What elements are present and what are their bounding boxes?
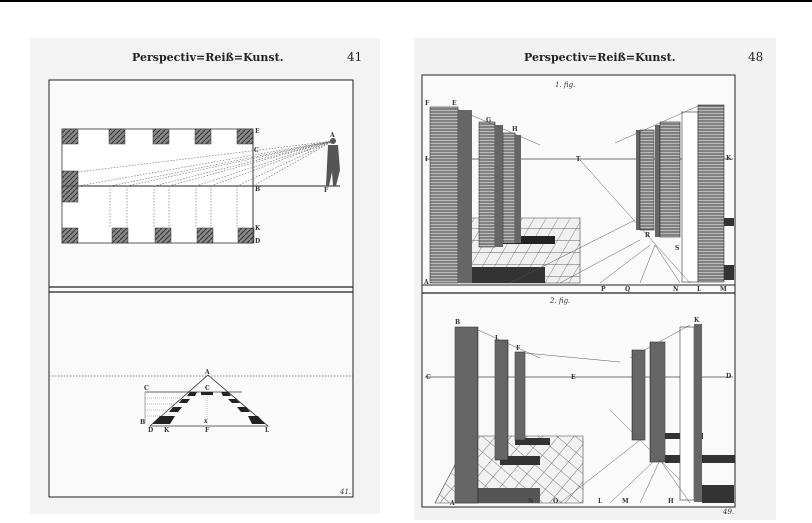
label: C — [426, 374, 431, 381]
figure-1-caption: 1. fig. — [555, 81, 575, 89]
label: A — [423, 279, 429, 286]
label: K — [726, 155, 732, 162]
label: D — [148, 427, 153, 434]
label: L — [598, 498, 603, 505]
label: T — [576, 156, 581, 163]
label: C — [205, 385, 210, 392]
label: F — [516, 345, 521, 352]
figure-2-caption: 2. fig. — [549, 297, 570, 305]
top-border-line — [0, 0, 812, 2]
label: C — [144, 385, 149, 392]
figure-2-colonnade: 2. fig. B I F K — [425, 297, 735, 507]
label: D — [255, 238, 260, 245]
label: I — [495, 335, 498, 342]
label: M — [720, 286, 727, 293]
right-page-footer-mark: 49. — [722, 508, 734, 516]
label: O — [553, 498, 558, 505]
figure-perspective-triangle: A C C B D K F L x — [49, 369, 353, 434]
label: A — [449, 500, 455, 507]
label: F — [425, 100, 430, 107]
left-page: Perspectiv=Reiß=Kunst. 41 — [30, 38, 380, 514]
label: B — [140, 419, 145, 426]
figure-1-colonnade: 1. fig. F — [423, 81, 734, 293]
label: K — [694, 317, 700, 324]
label: B — [455, 319, 460, 326]
label: F — [324, 187, 329, 194]
label: E — [452, 100, 457, 107]
label: H — [512, 126, 518, 133]
left-page-number: 41 — [347, 50, 362, 64]
label: Q — [625, 286, 630, 293]
label: F — [205, 427, 210, 434]
label: C — [254, 147, 259, 154]
label: I — [425, 156, 428, 163]
label: D — [726, 373, 731, 380]
label: A — [329, 132, 335, 139]
label: R — [645, 232, 651, 239]
label: M — [622, 498, 629, 505]
label: G — [486, 117, 491, 124]
label: B — [255, 186, 260, 193]
label: K — [164, 427, 170, 434]
label: H — [668, 498, 674, 505]
label: E — [255, 128, 260, 135]
left-page-footer-mark: 41. — [339, 488, 351, 496]
label: P — [601, 286, 606, 293]
label: N — [673, 286, 679, 293]
label: A — [204, 369, 210, 376]
label: E — [571, 374, 576, 381]
right-page-header: Perspectiv=Reiß=Kunst. — [524, 51, 676, 64]
label: S — [675, 245, 679, 252]
label: K — [255, 225, 261, 232]
label: L — [265, 427, 270, 434]
label: G — [722, 498, 727, 505]
left-page-header: Perspectiv=Reiß=Kunst. — [132, 51, 284, 64]
label: L — [697, 286, 702, 293]
right-page: Perspectiv=Reiß=Kunst. 48 1. fig. — [414, 38, 776, 520]
figure-ground-plan: E C B K D A F — [61, 128, 340, 245]
label: x — [204, 418, 208, 425]
label: N — [528, 498, 534, 505]
right-page-number: 48 — [748, 50, 763, 64]
observer-figure-icon — [326, 138, 340, 186]
